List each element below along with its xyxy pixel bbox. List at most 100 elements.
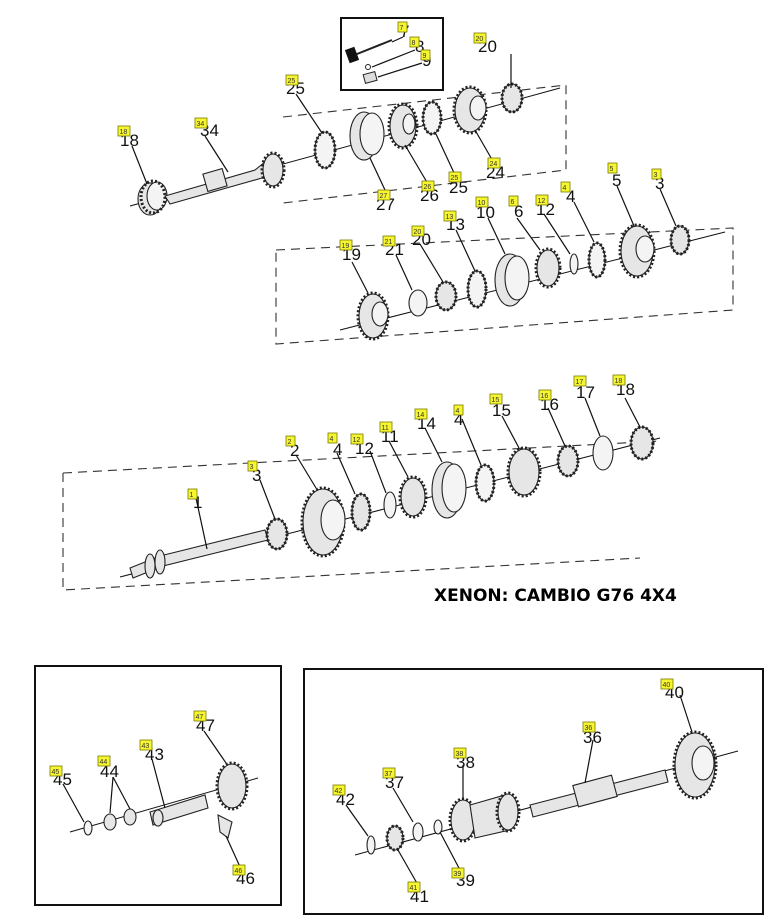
callout-12: 55 [607,162,621,190]
part-tag [607,162,618,174]
part-tag [407,881,421,893]
shift-pin-part [344,39,393,84]
part-tag-label: 12 [538,198,546,205]
part-tag [573,375,587,387]
part-tag [420,49,431,61]
part-tag-label: 13 [446,214,454,221]
part-tag [332,784,346,796]
part-tag [411,225,425,237]
detail-box-selector [340,17,444,91]
callout-3: 99 [420,49,431,70]
part-tag [187,488,198,500]
left-detail-parts [83,761,249,839]
part-tag-label: 12 [353,437,361,444]
part-tag [379,421,393,433]
callout-32: 33 [247,460,261,485]
part-tag [247,460,258,472]
part-tag [117,125,131,137]
dashed-outline-middle [275,227,734,345]
part-tag [487,157,501,169]
callout-labels: 7788992020252534341818272726262525242455… [49,21,684,906]
part-tag [582,721,596,733]
part-number: 10 [476,203,495,222]
part-tag [473,32,487,44]
part-number: 17 [576,383,595,402]
right-detail-parts [366,730,718,855]
part-tag-label: 21 [385,239,393,246]
part-tag [382,767,396,779]
part-tag-label: 18 [615,378,623,385]
part-tag [508,195,519,207]
top-shaft-parts [137,82,524,216]
part-number: 3 [655,174,664,193]
part-tag [612,374,626,386]
part-tag [489,393,503,405]
part-tag-label: 25 [288,78,296,85]
part-tag-label: 17 [576,379,584,386]
part-tag [49,765,63,777]
part-tag-label: 15 [492,397,500,404]
part-tag-label: 34 [197,121,205,128]
part-tag [651,168,662,180]
part-tag-label: 3 [250,464,254,471]
detail-box-right [303,668,764,915]
part-tag [139,739,153,751]
part-tag-label: 10 [478,200,486,207]
part-tag-label: 46 [235,868,243,875]
diagram-title: XENON: CAMBIO G76 4X4 [434,586,677,606]
part-tag [232,864,246,876]
part-number: 5 [612,171,621,190]
part-number: 25 [449,178,468,197]
part-tag-label: 24 [490,161,498,168]
bottom-shaft-parts [129,425,655,579]
part-tag-label: 7 [400,25,404,32]
callout-2: 88 [409,36,424,56]
part-tag-label: 25 [451,175,459,182]
part-tag-label: 18 [120,129,128,136]
part-tag [414,408,428,420]
part-tag-label: 8 [412,40,416,47]
part-number: 4 [454,410,463,429]
part-tag [560,181,571,193]
part-tag-label: 37 [385,771,393,778]
part-tag-label: 44 [100,759,108,766]
part-tag [538,389,552,401]
part-tag [97,755,111,767]
part-tag [397,21,408,33]
part-tag-label: 38 [456,751,464,758]
part-tag-label: 36 [585,725,593,732]
part-number: 44 [100,762,119,781]
part-tag [382,235,396,247]
part-tag-label: 20 [476,36,484,43]
part-tag-label: 20 [414,229,422,236]
callout-13: 33 [651,168,664,193]
part-tag [421,180,435,192]
part-tag [453,747,467,759]
part-number: 4 [333,440,342,459]
callout-14: 44 [560,181,575,206]
leader-lines [62,36,693,886]
part-tag-label: 2 [288,439,292,446]
part-tag-label: 19 [342,243,350,250]
callout-33: 11 [187,488,202,512]
detail-box-left [34,665,282,906]
part-tag-label: 26 [424,184,432,191]
part-number: 8 [415,37,424,56]
part-tag-label: 6 [511,199,515,206]
dashed-outline-bottom [62,440,661,591]
